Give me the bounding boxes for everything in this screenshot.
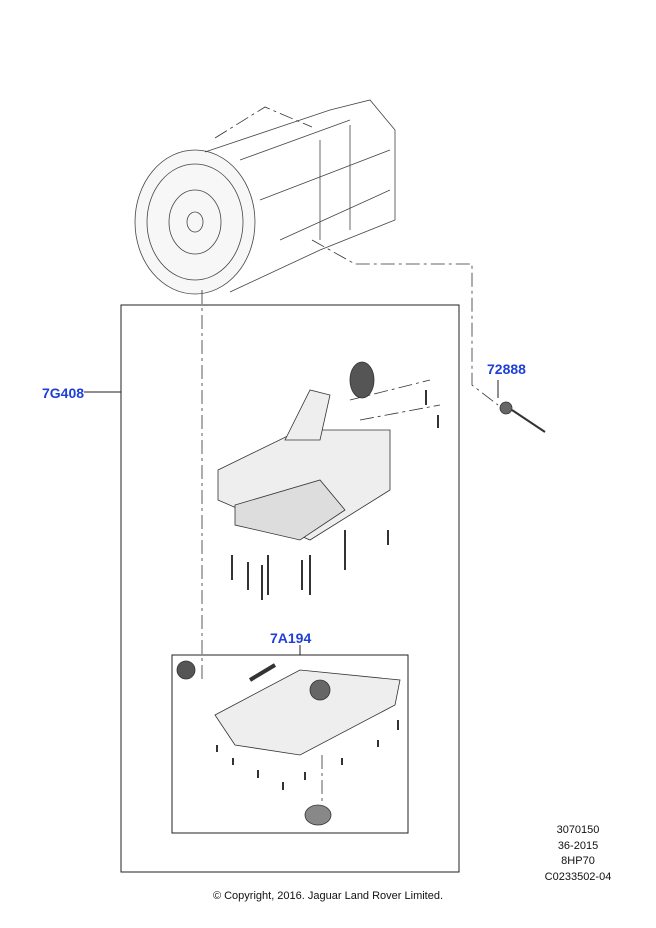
bolts: [216, 390, 439, 790]
valve-body-drawing: [217, 361, 391, 541]
valve-body-group-box: [120, 304, 460, 873]
transmission-drawing: [134, 99, 396, 295]
callout-oil-pan[interactable]: 7A194: [270, 630, 312, 646]
diagram-metadata: 3070150 36-2015 8HP70 C0233502-04: [500, 823, 656, 885]
copyright: © Copyright, 2016. Jaguar Land Rover Lim…: [212, 890, 444, 902]
illustration-code: C0233502-04: [544, 870, 612, 883]
oil-pan-group-box: [171, 654, 409, 834]
oil-pan-drawing: [176, 401, 546, 826]
date-code: 36-2015: [557, 839, 599, 852]
reference-number: 3070150: [556, 824, 600, 836]
model-code: 8HP70: [561, 855, 595, 867]
callout-seal[interactable]: 72888: [487, 361, 526, 377]
callout-valve-body[interactable]: 7G408: [42, 385, 85, 401]
